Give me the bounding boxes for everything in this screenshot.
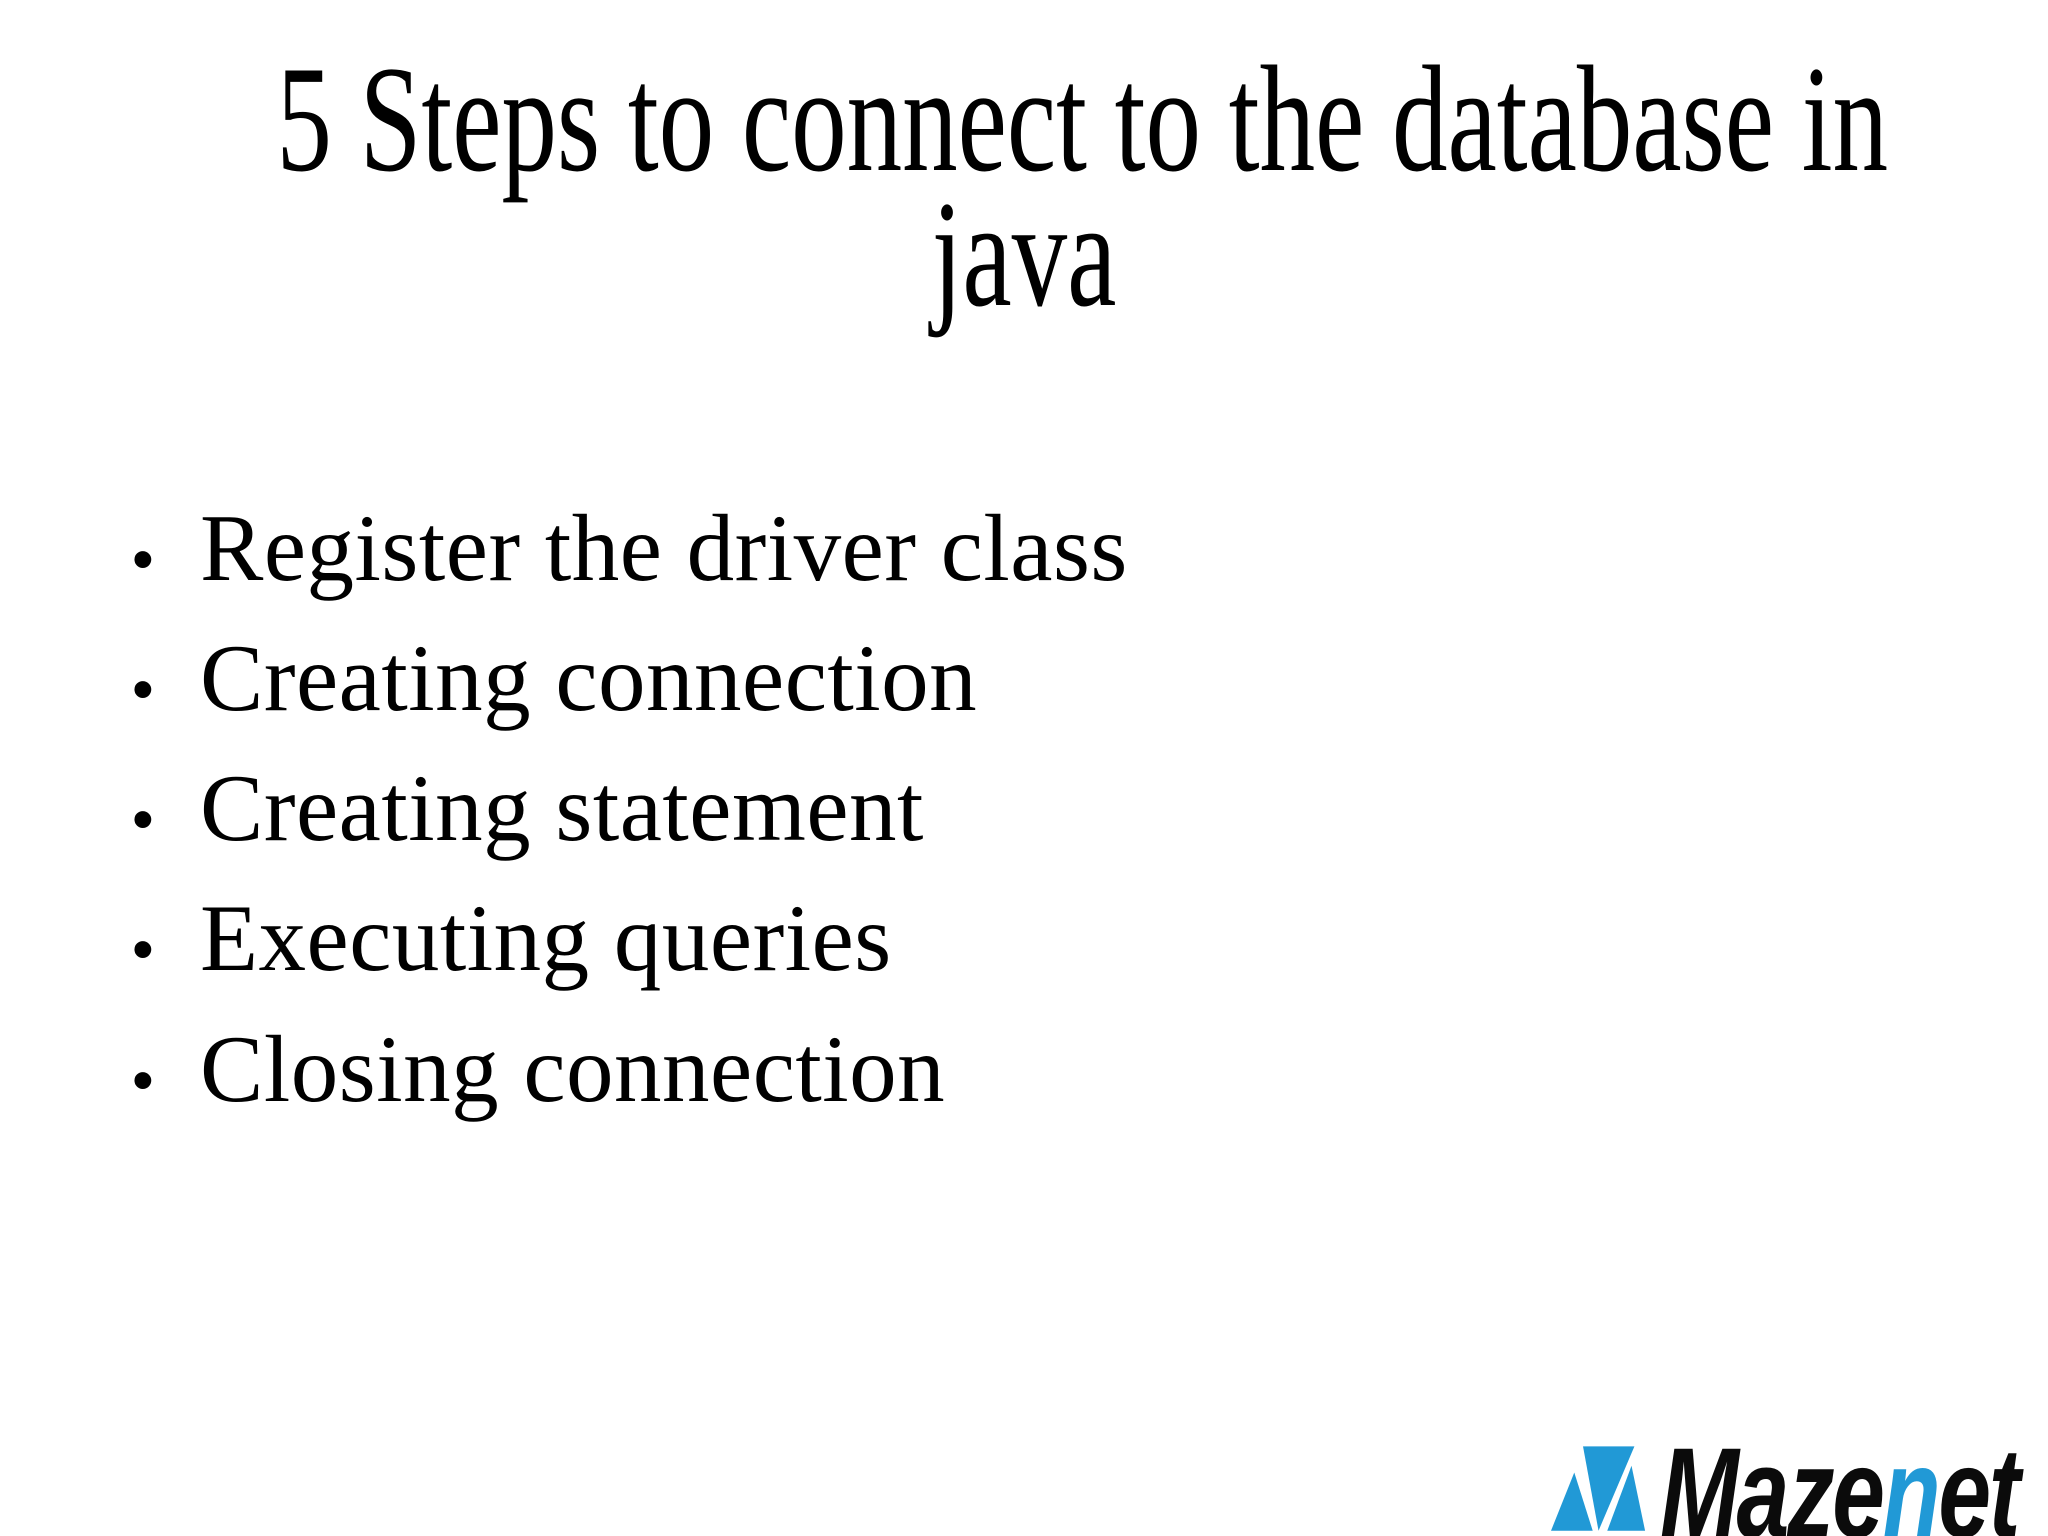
list-item: • Executing queries <box>132 873 1128 1003</box>
slide-title-line1: 5 Steps to connect to the database in <box>276 35 1889 203</box>
mazenet-triangles-icon <box>1551 1446 1646 1531</box>
wordmark-part-n: n <box>1882 1422 1941 1536</box>
list-item-text: Creating statement <box>200 755 924 862</box>
list-item: • Closing connection <box>132 1004 1128 1134</box>
bullet-list: • Register the driver class • Creating con… <box>132 483 1128 1134</box>
logo-inverted-triangle <box>1583 1446 1635 1531</box>
list-item-text: Register the driver class <box>200 495 1128 601</box>
slide-title: 5 Steps to connect to the database in ja… <box>276 35 1889 339</box>
mazenet-wordmark: Mazenet <box>1660 1430 2038 1536</box>
logo-left-triangle <box>1551 1472 1593 1531</box>
bullet-dot-icon: • <box>132 525 154 594</box>
list-item-text: Executing queries <box>200 885 892 992</box>
logo-right-triangle <box>1607 1465 1646 1531</box>
bullet-dot-icon: • <box>132 655 154 725</box>
list-item: • Creating statement <box>132 743 1128 873</box>
list-item: • Register the driver class <box>132 483 1128 613</box>
bullet-dot-icon: • <box>132 915 154 985</box>
list-item: • Creating connection <box>132 613 1128 743</box>
slide-title-line2: java <box>931 170 1117 339</box>
wordmark-part-et: et <box>1938 1422 2020 1536</box>
list-item-text: Closing connection <box>200 1015 946 1122</box>
wordmark-part-maze: Maze <box>1660 1422 1885 1536</box>
bullet-dot-icon: • <box>132 785 154 855</box>
mazenet-logo: Mazenet <box>1551 1430 2038 1536</box>
bullet-dot-icon: • <box>132 1045 154 1115</box>
list-item-text: Creating connection <box>200 625 978 732</box>
